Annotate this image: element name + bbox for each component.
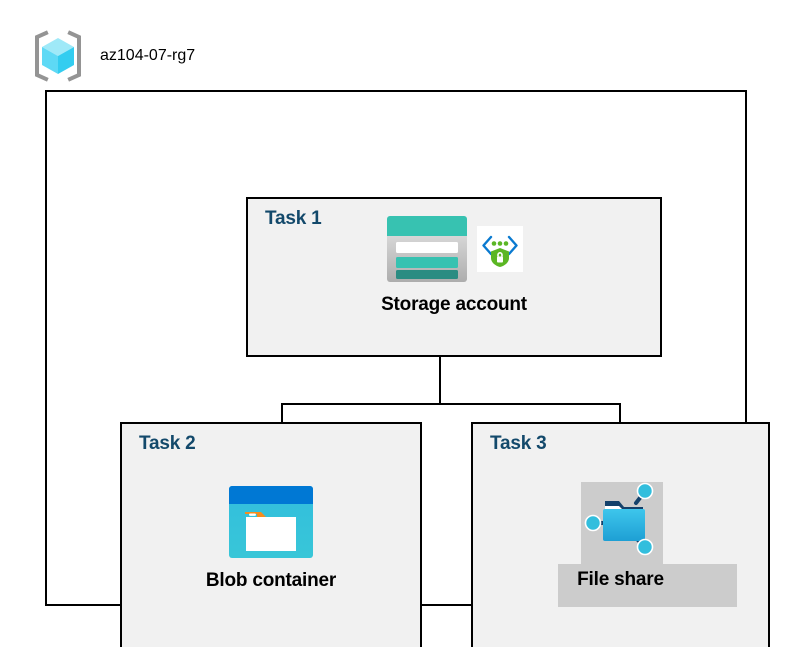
node-file-share[interactable]: File share [473, 479, 768, 591]
connector-horizontal-bus [281, 403, 621, 405]
task-box-1[interactable]: Task 1 [246, 197, 662, 357]
task-label-1: Task 1 [265, 208, 322, 229]
node-storage-account[interactable]: Storage account [248, 214, 660, 316]
file-share-label-highlight-plate [558, 564, 737, 607]
resource-group-name: az104-07-rg7 [100, 47, 196, 64]
resource-group-container: Task 1 [45, 90, 770, 647]
resource-group-cube-icon [35, 30, 81, 82]
file-share-icon [584, 482, 653, 556]
task-box-3[interactable]: Task 3 [471, 422, 770, 647]
blob-container-icon [229, 486, 313, 558]
node-blob-container[interactable]: Blob container [122, 484, 420, 592]
blob-container-icon-row [227, 484, 315, 560]
task-box-2[interactable]: Task 2 [120, 422, 422, 647]
file-share-icon-row [581, 479, 661, 559]
node-caption-blob-container: Blob container [205, 570, 337, 591]
task-label-3: Task 3 [490, 433, 547, 454]
node-caption-storage-account: Storage account [381, 294, 527, 315]
connector-trunk-from-storage [439, 357, 441, 405]
storage-account-icon-row [385, 214, 523, 284]
node-caption-file-share: File share [577, 569, 664, 590]
storage-account-icon [387, 216, 467, 282]
task-label-2: Task 2 [139, 433, 196, 454]
resource-group-header: az104-07-rg7 [30, 28, 195, 84]
secure-endpoint-shield-icon [477, 226, 523, 272]
